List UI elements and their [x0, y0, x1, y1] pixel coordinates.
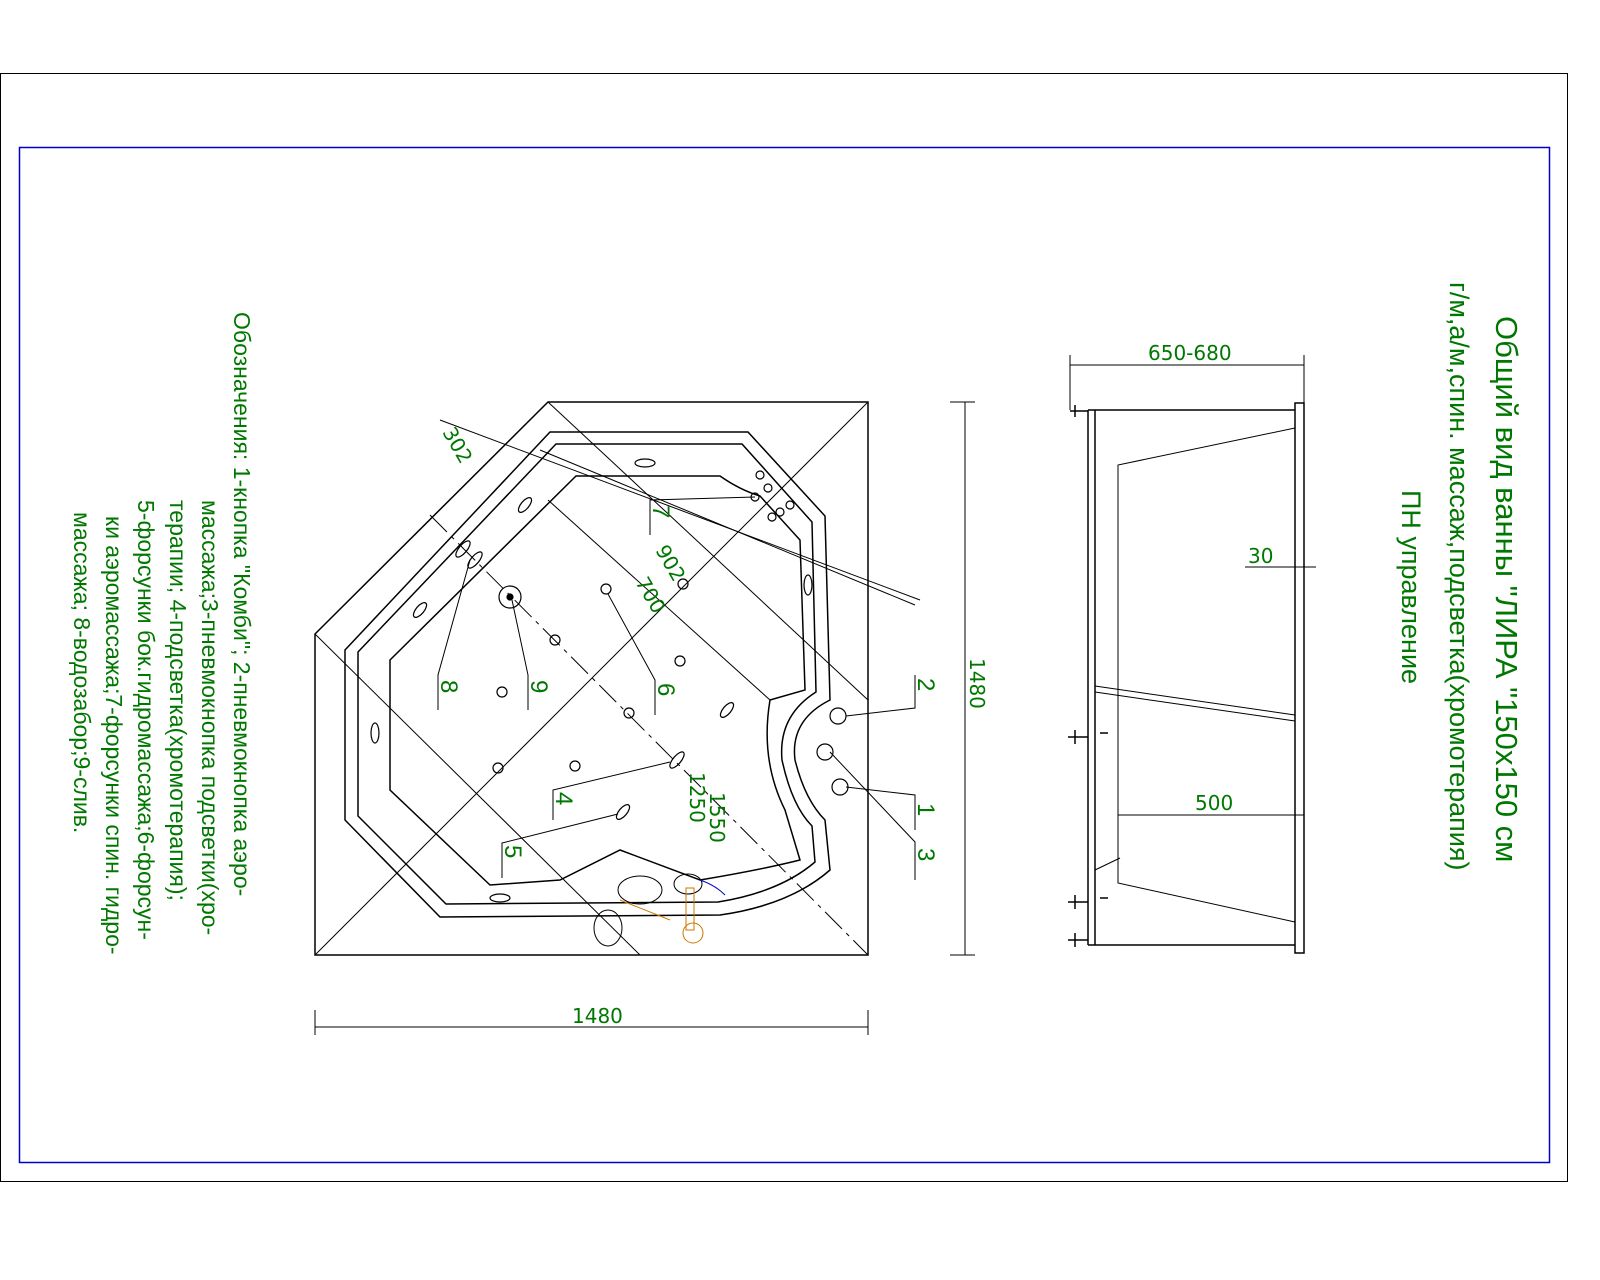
jets [370, 458, 849, 903]
legend-line: 5-форсунки бок.гидромассажа;6-форсун- [133, 500, 159, 940]
diagonal-line [314, 401, 869, 956]
dim-width: 1480 [572, 1004, 623, 1028]
callout-6: 6 [652, 683, 679, 696]
callouts: 1 2 3 4 5 6 7 8 9 [435, 496, 939, 880]
title-block: Общий вид ванны "ЛИРА "150x150 см г/м,а/… [1396, 282, 1524, 870]
outer-border [0, 73, 1568, 1182]
legend-line: терапии; 4-подсветка(хромотерапия); [165, 500, 191, 901]
callout-3: 3 [912, 848, 939, 861]
callout-7: 7 [647, 505, 674, 518]
drain-9 [498, 585, 522, 609]
callout-1: 1 [912, 803, 939, 816]
plan-view: 1480 1480 302 902 700 1250 1550 1 2 3 4 … [314, 401, 989, 1035]
dim-top: 650-680 [1148, 341, 1232, 365]
title-line-2: г/м,а/м,спин. массаж,подсветка(хромотера… [1444, 282, 1474, 870]
legend-line: массажа;3-пневмокнопка подсветки(хро- [197, 500, 223, 935]
bath-rim-outer [344, 431, 831, 918]
legend: Обозначения: 1-кнопка "Комби"; 2-пневмок… [69, 312, 255, 955]
bath-outline [314, 401, 869, 956]
callout-8: 8 [435, 680, 462, 693]
legend-line: массажа; 8-водозабор;9-слив. [69, 512, 95, 833]
dim-rim: 30 [1248, 544, 1273, 568]
callout-5: 5 [499, 845, 526, 858]
bath-rim-inner [357, 443, 817, 905]
dim-302: 302 [438, 423, 478, 468]
title-line-1: Общий вид ванны "ЛИРА "150x150 см [1489, 316, 1524, 863]
dim-1550: 1550 [705, 792, 729, 843]
drawing-frame [18, 146, 1551, 1164]
callout-2: 2 [912, 678, 939, 691]
legend-line: ки аэромассажа;7-форсунки спин. гидро- [101, 516, 127, 955]
callout-9: 9 [525, 680, 552, 693]
bath-bowl [389, 475, 806, 886]
faucet [593, 873, 726, 947]
callout-4: 4 [550, 792, 577, 805]
dim-base: 500 [1195, 791, 1233, 815]
diagonal-line [547, 401, 869, 701]
diagonal-line [314, 633, 641, 956]
title-line-3: ПН управление [1396, 490, 1426, 684]
dim-height: 1480 [965, 658, 989, 709]
side-view: 650-680 30 500 [1068, 341, 1316, 954]
legend-line: Обозначения: 1-кнопка "Комби"; 2-пневмок… [229, 312, 255, 896]
dim-1250: 1250 [685, 772, 709, 823]
